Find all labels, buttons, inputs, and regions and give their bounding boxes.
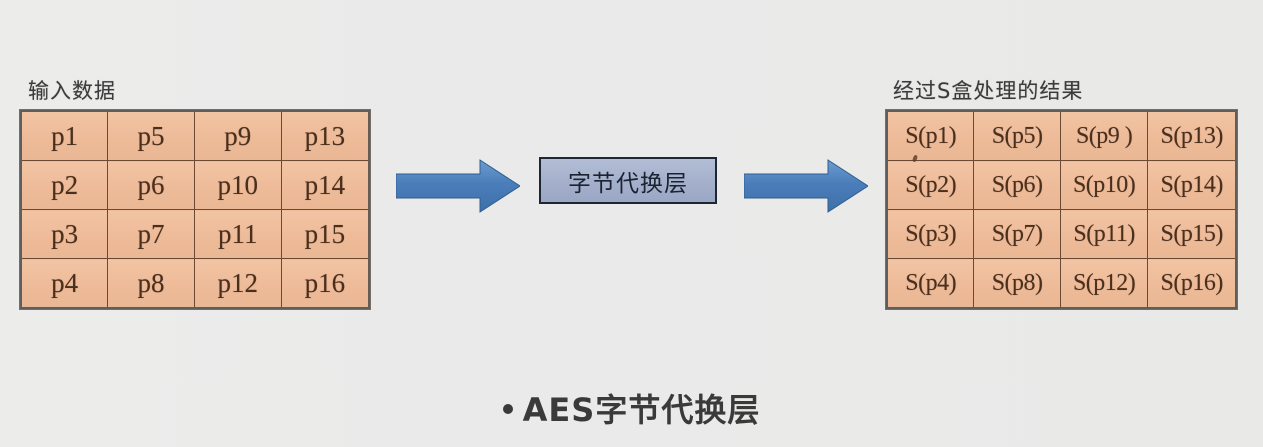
- cell-output-r1c0: S(p2): [886, 160, 975, 210]
- cell-input-r0c3: p13: [280, 110, 370, 161]
- table-row: S(p2) S(p6) S(p10) S(p14): [886, 160, 1237, 210]
- output-table-label: 经过S盒处理的结果: [893, 79, 1084, 103]
- cell-output-r2c0: S(p3): [886, 209, 975, 259]
- table-row: p1 p5 p9 p13: [20, 110, 370, 161]
- cell-input-r1c2: p10: [193, 160, 282, 210]
- bullet-icon: [502, 404, 513, 414]
- cell-output-r1c3: S(p14): [1147, 160, 1237, 210]
- cell-input-r0c0: p1: [20, 110, 109, 161]
- cell-input-r1c1: p6: [107, 160, 195, 210]
- process-box-label: 字节代换层: [568, 170, 688, 197]
- table-row: p2 p6 p10 p14: [20, 160, 370, 210]
- cell-output-r0c2: S(p9 ): [1059, 110, 1149, 161]
- cell-output-r2c3: S(p15): [1147, 209, 1237, 259]
- caption: AES字节代换层: [0, 385, 1263, 431]
- cell-output-r3c0: S(p4): [886, 258, 975, 309]
- arrow-right-icon: [396, 159, 520, 213]
- cell-input-r1c3: p14: [280, 160, 370, 210]
- cell-input-r0c2: p9: [193, 110, 282, 161]
- cell-output-r1c1: S(p6): [973, 160, 1061, 210]
- caption-text: AES字节代换层: [522, 391, 761, 429]
- cell-output-r0c1: S(p5): [973, 110, 1061, 161]
- cell-input-r2c1: p7: [107, 209, 195, 259]
- output-state-matrix: S(p1) S(p5) S(p9 ) S(p13) S(p2) S(p6) S(…: [886, 110, 1237, 309]
- cell-output-r3c3: S(p16): [1147, 258, 1237, 309]
- cell-output-r1c2: S(p10): [1059, 160, 1149, 210]
- arrow-right-icon: [744, 159, 868, 213]
- table-row: p4 p8 p12 p16: [20, 258, 370, 309]
- table-row: S(p1) S(p5) S(p9 ) S(p13): [886, 110, 1237, 161]
- cell-input-r3c2: p12: [193, 258, 282, 309]
- table-row: S(p3) S(p7) S(p11) S(p15): [886, 209, 1237, 259]
- process-box[interactable]: 字节代换层: [539, 157, 717, 204]
- table-row: S(p4) S(p8) S(p12) S(p16): [886, 258, 1237, 309]
- table-row: p3 p7 p11 p15: [20, 209, 370, 259]
- cell-input-r2c2: p11: [193, 209, 282, 259]
- cell-input-r1c0: p2: [20, 160, 109, 210]
- cell-output-r3c2: S(p12): [1059, 258, 1149, 309]
- cell-input-r0c1: p5: [107, 110, 195, 161]
- cell-output-r2c1: S(p7): [973, 209, 1061, 259]
- cell-output-r2c2: S(p11): [1059, 209, 1149, 259]
- cell-input-r2c3: p15: [280, 209, 370, 259]
- cell-output-r3c1: S(p8): [973, 258, 1061, 309]
- cell-input-r3c3: p16: [280, 258, 370, 309]
- input-table-label: 输入数据: [28, 79, 116, 103]
- cell-input-r3c1: p8: [107, 258, 195, 309]
- input-state-matrix: p1 p5 p9 p13 p2 p6 p10 p14 p3 p7 p11 p15…: [20, 110, 370, 309]
- cell-output-r0c3: S(p13): [1147, 110, 1237, 161]
- cell-output-r0c0: S(p1): [886, 110, 975, 161]
- cell-input-r3c0: p4: [20, 258, 109, 309]
- cell-input-r2c0: p3: [20, 209, 109, 259]
